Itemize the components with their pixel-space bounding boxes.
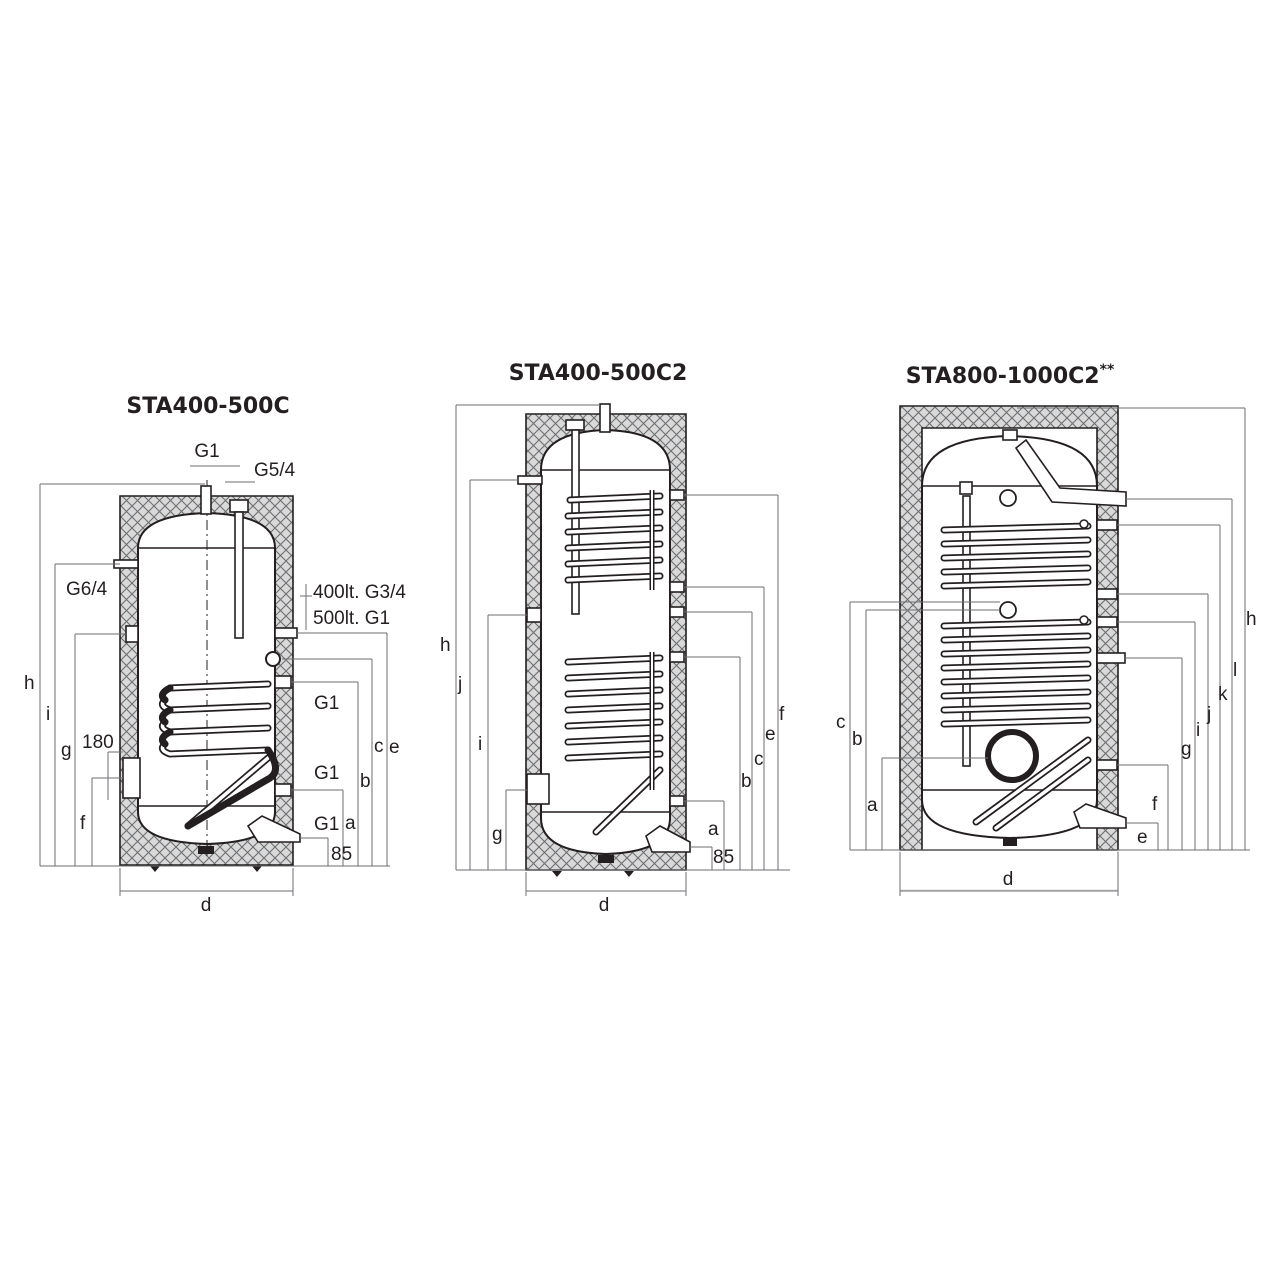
top-outlet-pipe xyxy=(200,485,212,515)
top-outlet-port xyxy=(1002,429,1018,441)
label-f: f xyxy=(1152,794,1158,815)
diagram-sta400-500c: STA400-500C xyxy=(24,394,406,916)
side-port-right xyxy=(669,606,685,618)
label-i: i xyxy=(46,704,50,725)
anode-cap xyxy=(565,419,585,431)
label-a: a xyxy=(708,819,719,840)
side-port-left xyxy=(125,625,139,643)
anode-rod xyxy=(962,495,971,767)
label-g1-coil-upper: G1 xyxy=(314,693,339,714)
label-f: f xyxy=(80,813,86,834)
coil-lower-outlet xyxy=(1096,759,1118,771)
label-85: 85 xyxy=(713,847,734,868)
label-h: h xyxy=(1246,609,1257,630)
label-e: e xyxy=(765,724,776,745)
label-c: c xyxy=(754,749,764,770)
label-f: f xyxy=(779,704,785,725)
anode-cap xyxy=(229,499,249,513)
title-sta800-1000c2: STA800-1000C2** xyxy=(906,362,1115,389)
label-a: a xyxy=(867,795,878,816)
side-port-left xyxy=(526,607,542,623)
side-port-right xyxy=(1096,652,1126,664)
recirculation-port xyxy=(265,651,281,667)
label-g: g xyxy=(61,740,72,761)
drain-valve xyxy=(1003,838,1017,846)
label-e: e xyxy=(389,737,400,758)
label-g: g xyxy=(492,824,503,845)
diagram-sta800-1000c2: STA800-1000C2** xyxy=(836,362,1257,896)
hot-water-outlet-pipe xyxy=(1014,438,1127,507)
thermometer-port xyxy=(517,475,543,485)
coil-outlet-lower xyxy=(274,783,292,797)
anode-rod xyxy=(571,429,580,615)
coil-lower-outlet xyxy=(669,795,685,807)
coil-upper-inlet xyxy=(1096,519,1118,531)
label-85: 85 xyxy=(331,844,352,865)
heat-exchanger-coil-lower xyxy=(940,615,1092,832)
sensor-port-upper xyxy=(999,489,1017,507)
dimension-lines xyxy=(849,407,1250,896)
label-size-500lt: 500lt. G1 xyxy=(313,608,390,629)
label-g1-coil-mid: G1 xyxy=(314,763,339,784)
label-g: g xyxy=(1181,739,1192,760)
label-c: c xyxy=(836,712,846,733)
anode-rod xyxy=(234,511,244,639)
sensor-port-lower xyxy=(999,601,1017,619)
label-g5-4: G5/4 xyxy=(254,460,296,481)
drain-valve xyxy=(598,855,614,863)
top-outlet-pipe xyxy=(599,403,611,433)
label-c: c xyxy=(374,736,384,757)
label-h: h xyxy=(24,673,35,694)
tank-feet xyxy=(150,866,262,872)
heat-exchanger-coil-lower xyxy=(564,652,664,836)
heater-flange xyxy=(122,757,141,799)
label-l: l xyxy=(1233,660,1237,681)
label-i: i xyxy=(1196,720,1200,741)
dimension-lines xyxy=(39,465,390,896)
title-sta400-500c2: STA400-500C2 xyxy=(509,361,688,386)
label-g1-coil-low: G1 xyxy=(314,814,339,835)
heat-exchanger-coil-upper xyxy=(940,519,1092,590)
coil-lower-inlet xyxy=(1096,616,1118,628)
label-d: d xyxy=(599,895,610,916)
label-h: h xyxy=(440,635,451,656)
label-j: j xyxy=(1206,704,1211,725)
inspection-flange xyxy=(985,729,1039,783)
drain-valve xyxy=(198,846,214,854)
label-i: i xyxy=(478,734,482,755)
heat-exchanger-coil-upper xyxy=(564,490,664,590)
diagram-sta400-500c2: STA400-500C2 xyxy=(440,361,790,916)
label-e: e xyxy=(1137,827,1148,848)
label-b: b xyxy=(360,771,371,792)
coil-upper-outlet xyxy=(1096,588,1118,600)
label-a: a xyxy=(345,813,356,834)
coil-upper-outlet xyxy=(669,581,685,593)
coil-lower-inlet xyxy=(669,651,685,663)
label-g6-4: G6/4 xyxy=(66,579,108,600)
side-port-right xyxy=(274,627,298,639)
tank-feet xyxy=(552,871,634,877)
label-180: 180 xyxy=(82,732,114,753)
label-j: j xyxy=(457,674,462,695)
label-b: b xyxy=(852,729,863,750)
coil-upper-inlet xyxy=(669,489,685,501)
heater-flange xyxy=(526,773,550,805)
label-b: b xyxy=(741,771,752,792)
label-d: d xyxy=(1003,869,1014,890)
label-g1-top: G1 xyxy=(194,441,219,462)
coil-inlet-upper xyxy=(274,675,292,689)
label-size-400lt: 400lt. G3/4 xyxy=(313,582,406,603)
label-d: d xyxy=(201,895,212,916)
sensor-box xyxy=(959,481,973,495)
title-sta400-500c: STA400-500C xyxy=(126,394,289,419)
label-k: k xyxy=(1218,684,1228,705)
dimension-lines xyxy=(455,404,790,896)
heat-exchanger-coil xyxy=(158,680,279,830)
